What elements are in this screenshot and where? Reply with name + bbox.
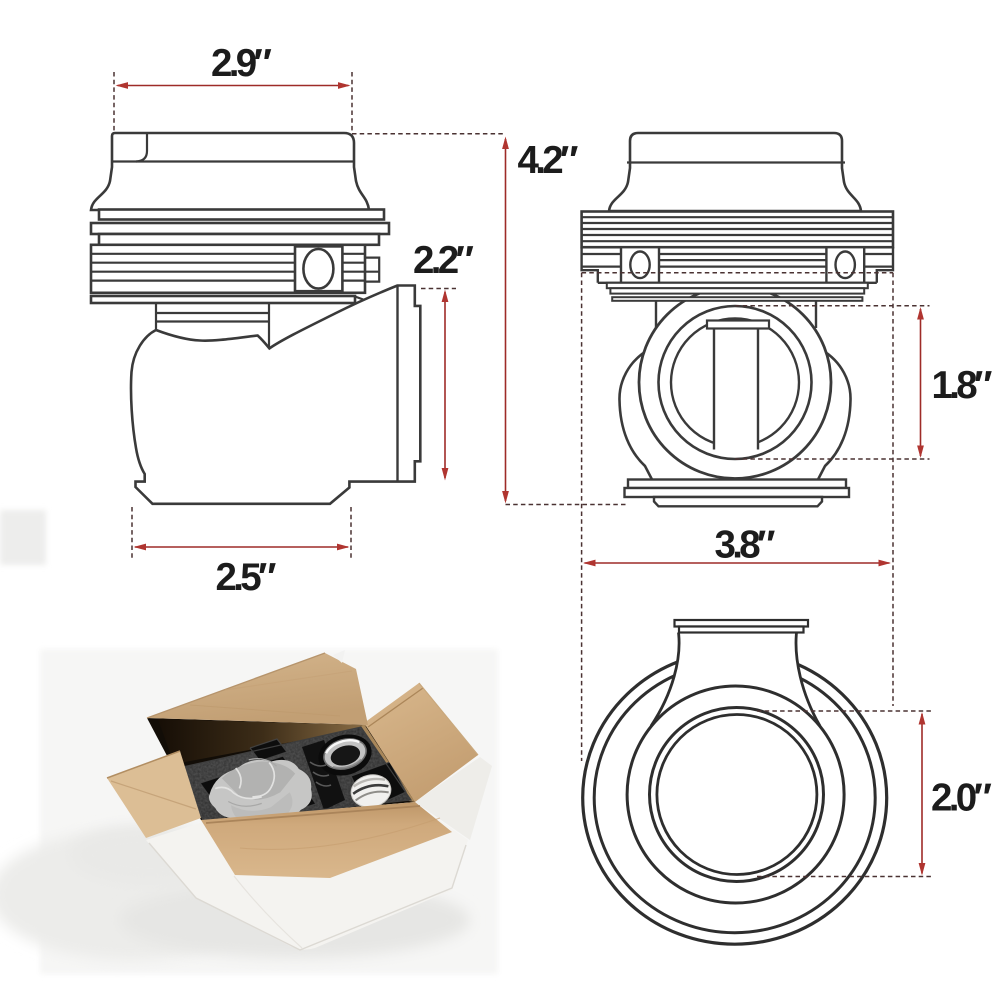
svg-text:2.0″: 2.0″ (931, 777, 992, 820)
svg-text:2.5″: 2.5″ (216, 556, 277, 599)
svg-text:2.9″: 2.9″ (211, 42, 272, 85)
svg-text:2.2″: 2.2″ (413, 239, 474, 282)
svg-text:1.8″: 1.8″ (932, 364, 993, 407)
svg-text:3.8″: 3.8″ (715, 524, 776, 567)
svg-text:4.2″: 4.2″ (518, 139, 579, 182)
